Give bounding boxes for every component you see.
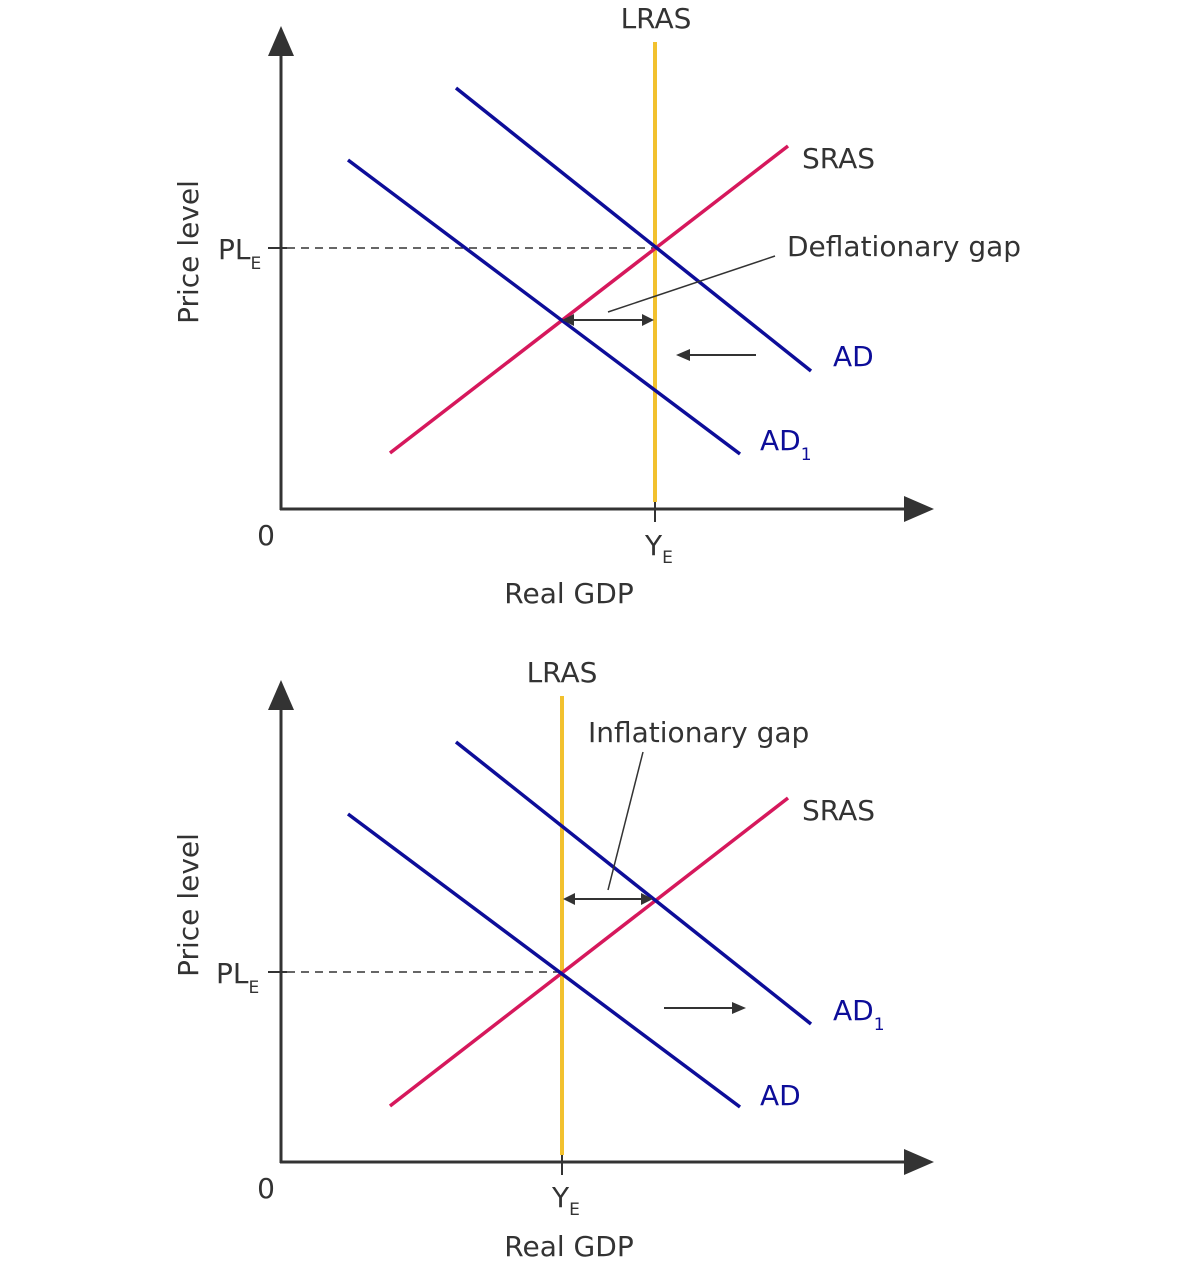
ad-shift-right-arrow [664,1002,746,1014]
ad1-label: AD1 [833,994,885,1035]
ye-label: YE [644,529,673,568]
ad1-label-text: AD [760,424,801,457]
ple-label-sub: E [250,254,261,274]
x-axis-arrowhead-icon [904,496,934,522]
arrowhead-left-icon [563,893,575,905]
arrowhead-left-icon [562,314,574,326]
ye-label-sub: E [662,548,673,568]
ad1-label-sub: 1 [801,445,812,465]
gap-leader-line [607,751,644,891]
ple-label-text: PL [218,233,251,266]
sras-label: SRAS [802,794,875,827]
gap-label: Deflationary gap [787,230,1021,263]
ple-label: PLE [216,957,259,998]
ad-shift-left-arrow [676,349,756,361]
ple-label-sub: E [248,978,259,998]
y-axis-arrowhead-icon [268,680,294,710]
x-axis-label: Real GDP [504,577,633,610]
ye-label-text: Y [644,529,663,562]
axes [268,26,934,522]
arrowhead-right-icon [642,314,654,326]
deflationary-gap-panel: LRAS SRAS Deflationary gap AD AD1 PLE YE… [172,2,1021,610]
inflationary-gap-panel: LRAS SRAS Inflationary gap AD1 AD PLE YE… [172,656,934,1263]
x-axis-arrowhead-icon [904,1149,934,1175]
ad-label-text: AD [833,340,874,373]
ad-label: AD [833,340,874,373]
ye-label-text: Y [551,1181,570,1214]
ye-label-sub: E [569,1200,580,1220]
sras-label: SRAS [802,142,875,175]
lras-label: LRAS [621,2,692,35]
ad-curve [346,812,742,1109]
inflationary-gap-arrow [563,893,653,905]
ple-label: PLE [218,233,261,274]
sras-curve [388,796,790,1108]
ad-curve [454,86,813,373]
lras-label: LRAS [527,656,598,689]
x-axis-label: Real GDP [504,1230,633,1263]
arrowhead-right-icon [732,1002,746,1014]
ad1-label: AD1 [760,424,812,465]
y-axis-label: Price level [172,833,205,977]
y-axis-arrowhead-icon [268,26,294,56]
ad1-label-text: AD [833,994,874,1027]
axes [268,680,934,1175]
gap-leader-line [607,255,776,313]
ad1-curve [454,740,813,1026]
arrowhead-right-icon [641,893,653,905]
ad-label: AD [760,1079,801,1112]
origin-label: 0 [257,519,275,552]
origin-label: 0 [257,1172,275,1205]
ad1-curve [346,158,742,456]
ad1-label-sub: 1 [874,1015,885,1035]
ple-label-text: PL [216,957,249,990]
sras-curve [388,144,790,455]
ye-label: YE [551,1181,580,1220]
gap-label: Inflationary gap [588,716,809,749]
arrowhead-left-icon [676,349,690,361]
y-axis-label: Price level [172,180,205,324]
deflationary-gap-arrow [562,314,654,326]
